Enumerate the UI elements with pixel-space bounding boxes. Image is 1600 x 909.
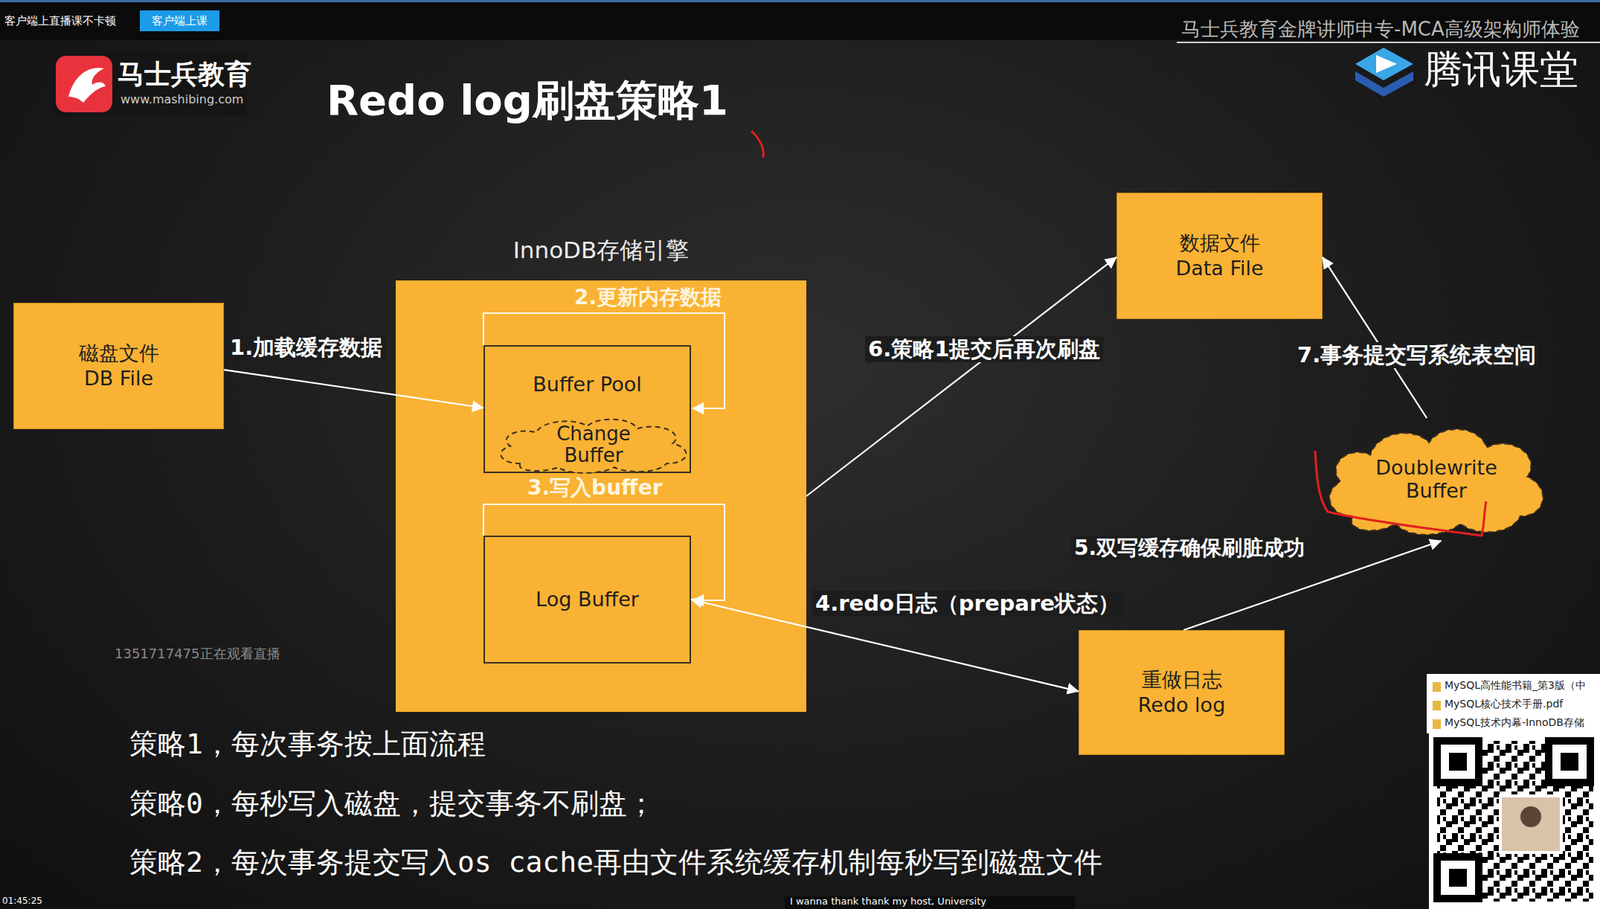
- storage-box: 数据文件Data File: [1116, 192, 1323, 320]
- qr-finder: [1560, 752, 1579, 771]
- banner-text: 马士兵教育金牌讲师申专-MCA高级架构师体验: [1181, 17, 1580, 41]
- step-label: 3.写入buffer: [527, 475, 663, 501]
- box-label: 数据文件: [1179, 230, 1261, 256]
- flow-arrow: [1322, 257, 1427, 419]
- edge-label: 7.事务提交写系统表空间: [1294, 342, 1540, 369]
- loop-arrow: [483, 313, 725, 409]
- edge-label: 4.redo日志（prepare状态）: [812, 590, 1123, 617]
- box-label: Doublewrite Buffer: [1375, 456, 1498, 502]
- file-panel: [1426, 673, 1600, 734]
- strategy-note: 策略1，每次事务按上面流程: [129, 727, 486, 762]
- flow-arrow: [223, 369, 484, 408]
- storage-box: 磁盘文件DB File: [13, 302, 224, 430]
- qr-finder: [1449, 868, 1467, 887]
- top-bar-text: 客户端上直播课不卡顿: [4, 14, 117, 28]
- buffer-cloud: Change Buffer: [489, 413, 698, 477]
- tencent-icon: [1355, 47, 1414, 81]
- box-label: Data File: [1175, 255, 1264, 282]
- subtitle-band: [784, 896, 1075, 909]
- flow-arrow: [691, 599, 1079, 692]
- logo-figure: [68, 67, 106, 103]
- top-bar-button: 客户端上课: [139, 10, 220, 32]
- viewer-notice: 1351717475正在观看直播: [114, 645, 281, 663]
- banner-underline: [1176, 41, 1600, 44]
- file-icon: [1432, 700, 1441, 711]
- buffer-box: Log Buffer: [483, 535, 692, 664]
- edge-label: 1.加载缓存数据: [226, 334, 386, 361]
- step-label: 2.更新内存数据: [574, 284, 722, 311]
- file-name: MySQL核心技术手册.pdf: [1444, 697, 1563, 711]
- strategy-note: 策略2，每次事务提交写入os cache再由文件系统缓存机制每秒写到磁盘文件: [129, 845, 1103, 880]
- file-icon: [1432, 682, 1441, 692]
- red-annotation: [1315, 450, 1487, 536]
- box-label: 重做日志: [1141, 667, 1223, 693]
- buffer-box: Buffer PoolChange Buffer: [483, 345, 692, 474]
- cloud-outline: [500, 419, 686, 474]
- logo-text: 马士兵教育: [117, 58, 252, 91]
- box-label: DB File: [84, 365, 154, 392]
- timestamp: 01:45:25: [2, 895, 43, 906]
- top-bar-line: [0, 0, 1600, 3]
- qr-finder: [1437, 856, 1479, 899]
- tencent-icon: [1376, 55, 1397, 73]
- strategy-note: 策略0，每秒写入磁盘，提交事务不刷盘；: [129, 786, 656, 822]
- presenter-photo: [1520, 806, 1542, 828]
- box-label: Log Buffer: [535, 586, 639, 613]
- logo-url: www.mashibing.com: [120, 92, 244, 107]
- logo-mark: [55, 55, 113, 113]
- tencent-icon: [1355, 71, 1414, 97]
- slide-title: Redo log刷盘策略1: [326, 72, 729, 130]
- edge-label: 6.策略1提交后再次刷盘: [865, 336, 1104, 363]
- platform-logo-text: 腾讯课堂: [1423, 46, 1579, 93]
- qr-code: [1428, 733, 1600, 909]
- box-label: 磁盘文件: [78, 340, 160, 366]
- edge-label: 5.双写缓存确保刷脏成功: [1071, 535, 1308, 561]
- qr-finder: [1437, 740, 1479, 783]
- qr-finder: [1449, 752, 1467, 771]
- flow-arrow: [806, 257, 1117, 497]
- buffer-cloud: Doublewrite Buffer: [1316, 418, 1557, 541]
- subtitle: I wanna thank thank my host, University: [789, 895, 987, 908]
- box-label: Redo log: [1138, 692, 1226, 718]
- qr-finder: [1548, 740, 1591, 783]
- loop-arrow: [483, 504, 725, 601]
- presenter-photo: [1500, 795, 1562, 853]
- red-annotation: [751, 130, 764, 158]
- box-label: Change Buffer: [556, 423, 631, 467]
- engine-region: InnoDB存储引擎Buffer PoolChange BufferLog Bu…: [395, 280, 807, 712]
- log-box: 重做日志Redo log: [1078, 630, 1285, 755]
- file-name: MySQL技术内幕-InnoDB存储: [1444, 716, 1585, 729]
- region-heading: InnoDB存储引擎: [513, 235, 690, 265]
- file-icon: [1432, 719, 1441, 729]
- flow-arrow: [1183, 540, 1441, 631]
- file-name: MySQL高性能书籍_第3版（中: [1444, 679, 1586, 692]
- box-label: Buffer Pool: [532, 371, 642, 398]
- qr-code: [1437, 740, 1594, 902]
